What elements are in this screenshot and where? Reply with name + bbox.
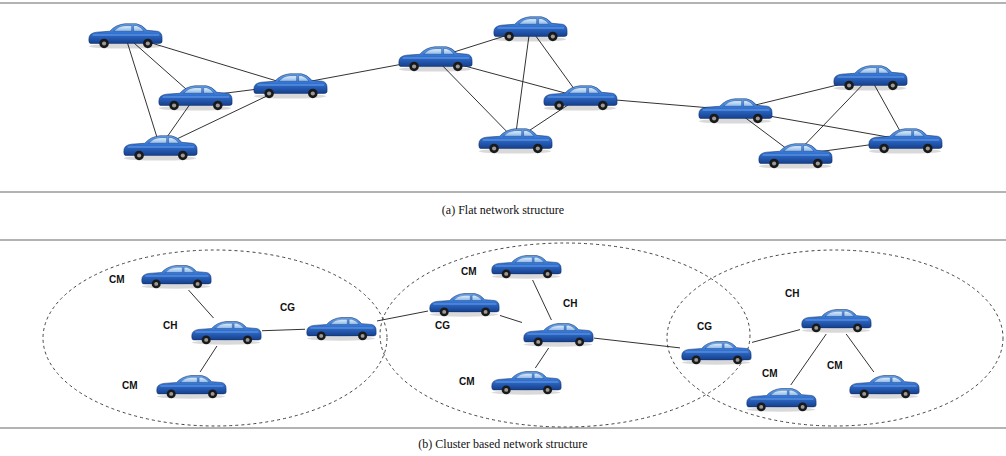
vehicle-icon (428, 290, 500, 318)
vehicle-node: CH (522, 320, 594, 348)
vehicle-node: CM (140, 262, 212, 290)
role-label: CM (460, 266, 478, 278)
panel-caption: (b) Cluster based network structure (0, 437, 1006, 451)
vehicle-icon (490, 252, 562, 280)
role-label: CM (826, 360, 844, 372)
link-line (846, 334, 874, 372)
role-label: CG (279, 302, 296, 314)
link-line (200, 346, 217, 372)
role-label: CG (434, 320, 451, 332)
role-label: CM (458, 376, 476, 388)
link-line (500, 315, 522, 322)
flat-vehicles (89, 17, 942, 169)
vehicle-node: CG (680, 338, 752, 366)
role-label: CH (784, 288, 800, 300)
vehicle-icon (140, 262, 212, 290)
cluster-boundary (43, 243, 1003, 427)
link-line (262, 329, 305, 330)
link-line (189, 290, 214, 318)
link-line (752, 330, 800, 343)
flat-links (125, 28, 905, 155)
link-line (377, 311, 428, 321)
role-label: CH (162, 320, 178, 332)
link-line (791, 334, 827, 385)
role-label: CM (761, 368, 779, 380)
role-label: CM (108, 274, 126, 286)
vehicle-node: CM (745, 385, 817, 413)
vehicle-node: CM (848, 372, 920, 400)
role-label: CH (562, 298, 578, 310)
vehicle-icon (522, 320, 594, 348)
role-label: CM (121, 380, 139, 392)
vehicle-icon (800, 306, 872, 334)
link-line (533, 280, 552, 320)
vehicle-icon (680, 338, 752, 366)
link-line (535, 348, 548, 368)
role-label: CG (696, 321, 713, 333)
vehicle-icon (745, 385, 817, 413)
vehicle-icon (155, 372, 227, 400)
vehicle-node: CM (490, 252, 562, 280)
vehicle-node: CM (155, 372, 227, 400)
vehicle-node: CH (190, 318, 262, 346)
vehicle-node: CG (428, 290, 500, 318)
panel-caption: (a) Flat network structure (0, 203, 1006, 217)
vehicle-node: CH (800, 306, 872, 334)
vehicle-node: CG (305, 314, 377, 342)
vehicle-node: CM (490, 368, 562, 396)
vehicle-icon (848, 372, 920, 400)
vehicle-icon (490, 368, 562, 396)
link-line (594, 338, 680, 348)
panel-rule (0, 3, 1006, 428)
vehicle-icon (190, 318, 262, 346)
vehicle-icon (305, 314, 377, 342)
